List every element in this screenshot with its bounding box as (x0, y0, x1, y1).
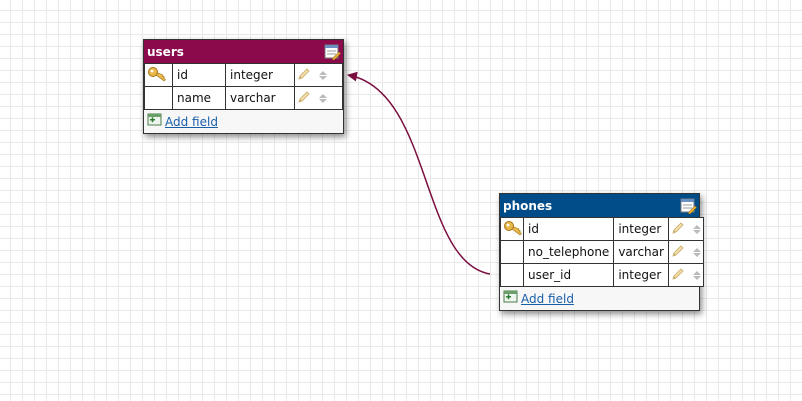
primary-key-cell (500, 240, 524, 264)
field-type[interactable]: varchar (225, 86, 295, 110)
field-name[interactable]: user_id (522, 263, 615, 287)
add-field-button[interactable]: Add field (147, 112, 218, 131)
field-type[interactable]: integer (613, 263, 669, 287)
table-title: phones (503, 198, 553, 213)
relation-line-phones-user_id-to-users-id[interactable] (347, 71, 491, 275)
add-field-icon (147, 112, 163, 131)
edit-table-icon[interactable] (321, 42, 343, 62)
field-name[interactable]: id (522, 217, 615, 241)
table-users[interactable]: users (143, 39, 344, 134)
field-type[interactable]: integer (613, 217, 669, 241)
add-field-label[interactable]: Add field (165, 114, 218, 129)
field-type[interactable]: varchar (613, 240, 669, 264)
pencil-icon[interactable] (297, 90, 311, 107)
field-actions (667, 240, 704, 264)
field-row[interactable]: no_telephone varchar (500, 240, 704, 264)
up-down-arrows-icon[interactable] (692, 270, 701, 280)
field-actions (294, 63, 343, 87)
primary-key-cell (144, 86, 173, 110)
fields-table: id integer (500, 217, 704, 287)
field-row[interactable]: id integer (500, 217, 704, 241)
up-down-arrows-icon[interactable] (319, 70, 327, 80)
key-icon (147, 66, 167, 85)
table-header[interactable]: users (144, 40, 343, 63)
pencil-icon[interactable] (671, 267, 685, 284)
add-field-label[interactable]: Add field (521, 291, 574, 306)
up-down-arrows-icon[interactable] (319, 93, 327, 103)
up-down-arrows-icon[interactable] (692, 247, 701, 257)
edit-table-icon[interactable] (677, 196, 699, 216)
primary-key-cell (500, 263, 524, 287)
field-name[interactable]: no_telephone (522, 240, 615, 264)
field-type[interactable]: integer (225, 63, 295, 87)
pencil-icon[interactable] (671, 221, 685, 238)
field-actions (667, 217, 704, 241)
table-phones[interactable]: phones (499, 193, 704, 311)
up-down-arrows-icon[interactable] (692, 224, 701, 234)
table-footer: Add field (500, 287, 699, 310)
field-actions (667, 263, 704, 287)
fields-table: id integer (144, 63, 343, 110)
table-header[interactable]: phones (500, 194, 699, 217)
field-actions (294, 86, 343, 110)
field-row[interactable]: name varchar (144, 86, 343, 110)
primary-key-cell (144, 63, 173, 87)
add-field-button[interactable]: Add field (503, 289, 574, 308)
primary-key-cell (500, 217, 524, 241)
field-row[interactable]: user_id integer (500, 263, 704, 287)
table-footer: Add field (144, 110, 343, 133)
field-name[interactable]: name (172, 86, 226, 110)
field-name[interactable]: id (172, 63, 226, 87)
key-icon (503, 220, 523, 239)
add-field-icon (503, 289, 519, 308)
pencil-icon[interactable] (297, 67, 311, 84)
table-title: users (147, 44, 184, 59)
pencil-icon[interactable] (671, 244, 685, 261)
field-row[interactable]: id integer (144, 63, 343, 87)
